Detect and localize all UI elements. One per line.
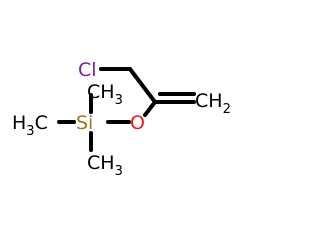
atom-methyl-left: H3C bbox=[12, 112, 48, 139]
atom-ch2-terminal: CH2 bbox=[195, 90, 231, 117]
atom-si: Si bbox=[76, 112, 93, 134]
bond-c-o bbox=[143, 100, 157, 117]
bond-ch2-c bbox=[128, 67, 157, 104]
chloroallyl-trimethylsilyl-ether-structure: Cl O Si CH2 CH3 H3C CH3 bbox=[12, 59, 231, 179]
atom-o: O bbox=[130, 112, 145, 134]
atom-methyl-top: CH3 bbox=[87, 81, 123, 108]
atom-cl: Cl bbox=[78, 59, 97, 81]
atom-methyl-bottom: CH3 bbox=[87, 152, 123, 179]
bonds bbox=[57, 67, 196, 152]
